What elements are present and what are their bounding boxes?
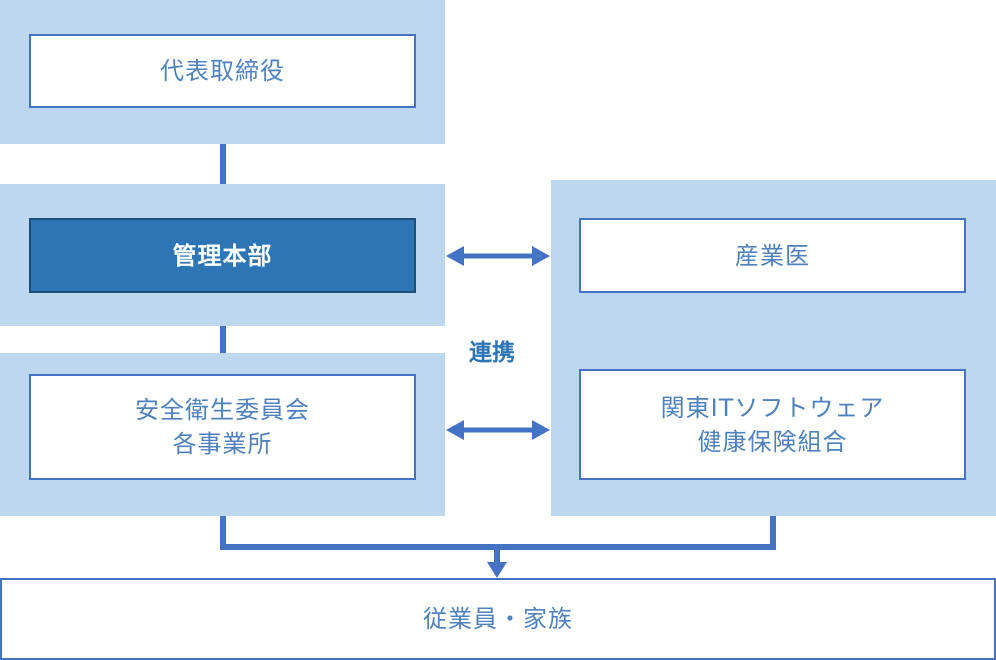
connector-hq-committee xyxy=(220,326,226,353)
link-label: 連携 xyxy=(469,340,515,366)
arrow-head-left-1 xyxy=(446,246,464,266)
representative-box: 代表取締役 xyxy=(29,34,416,108)
connector-center-down xyxy=(494,544,500,564)
employees-label: 従業員・家族 xyxy=(423,605,573,633)
committee-box: 安全衛生委員会 各事業所 xyxy=(29,374,416,480)
connector-right-down xyxy=(770,516,776,550)
arrow-head-left-2 xyxy=(446,420,464,440)
arrow-head-right-1 xyxy=(532,246,550,266)
committee-label-line1: 安全衛生委員会 xyxy=(135,396,310,424)
arrow-down-head xyxy=(487,562,507,578)
connector-left-down xyxy=(220,516,226,550)
doctor-label: 産業医 xyxy=(735,241,810,270)
union-label-line2: 健康保険組合 xyxy=(697,427,848,456)
union-box: 関東ITソフトウェア 健康保険組合 xyxy=(579,369,966,480)
doctor-box: 産業医 xyxy=(579,218,966,293)
arrow-head-right-2 xyxy=(532,420,550,440)
connector-rep-hq xyxy=(220,144,226,184)
representative-label: 代表取締役 xyxy=(160,57,285,85)
hq-box: 管理本部 xyxy=(29,218,416,293)
employees-box: 従業員・家族 xyxy=(0,578,996,660)
hq-label: 管理本部 xyxy=(172,241,273,270)
union-label-line1: 関東ITソフトウェア xyxy=(660,393,885,422)
committee-label-line2: 各事業所 xyxy=(172,430,273,458)
